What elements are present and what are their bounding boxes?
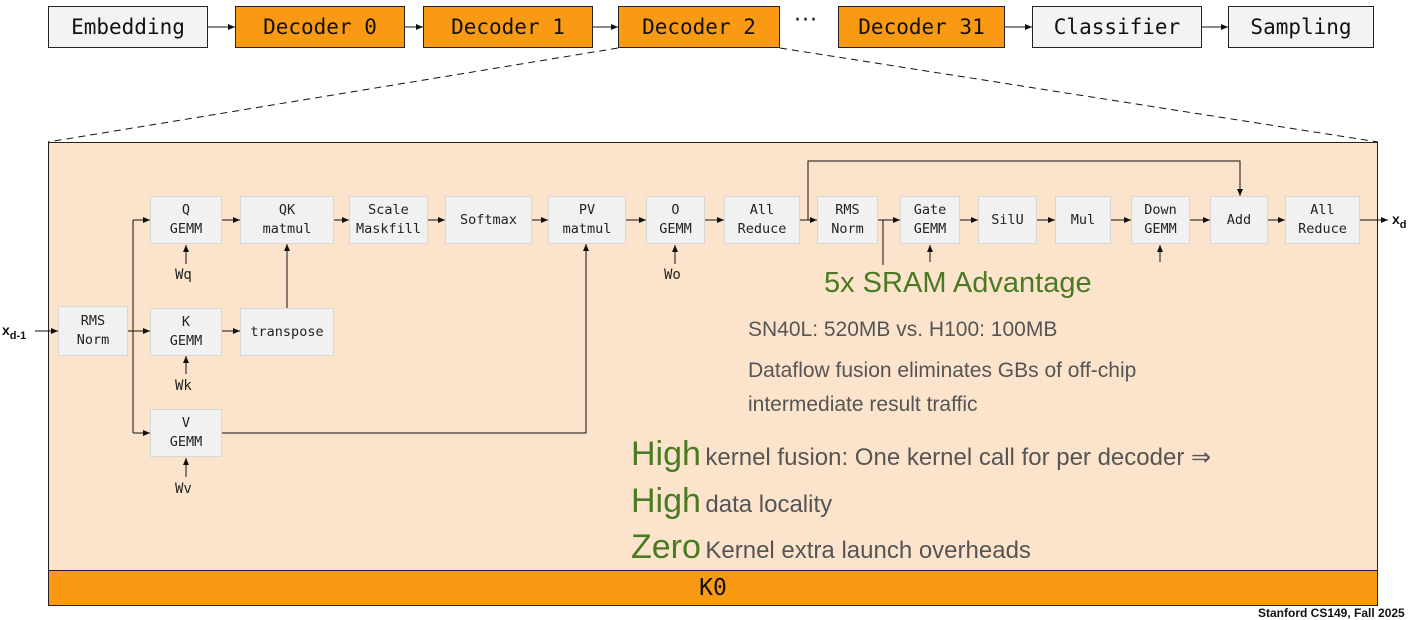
silu-node: SilU [978, 196, 1037, 244]
fusion-text-line-1: Dataflow fusion eliminates GBs of off-ch… [748, 359, 1137, 382]
sampling-box: Sampling [1228, 6, 1374, 48]
bullet-data-locality: High data locality [631, 482, 833, 520]
add-node: Add [1210, 196, 1268, 244]
decoder-31-box: Decoder 31 [838, 6, 1005, 48]
ellipsis: ··· [794, 8, 818, 33]
decoder-1-box: Decoder 1 [423, 6, 593, 48]
footer-course-label: Stanford CS149, Fall 2025 [1258, 606, 1405, 620]
decoder-0-box: Decoder 0 [235, 6, 405, 48]
fusion-text-line-2: intermediate result traffic [748, 393, 978, 416]
decoder-2-box: Decoder 2 [618, 6, 780, 48]
softmax-node: Softmax [445, 196, 532, 244]
input-x-label: xd-1 [2, 322, 27, 342]
transpose-node: transpose [240, 308, 334, 356]
wq-label: Wq [175, 267, 192, 283]
wv-label: Wv [175, 481, 192, 497]
mul-node: Mul [1055, 196, 1111, 244]
output-x-label: xd [1392, 211, 1407, 231]
bullet-launch-overheads: Zero Kernel extra launch overheads [631, 528, 1031, 566]
kernel-k0-bar: K0 [48, 570, 1378, 606]
sram-detail-text: SN40L: 520MB vs. H100: 100MB [748, 318, 1058, 341]
classifier-box: Classifier [1032, 6, 1202, 48]
sram-advantage-title: 5x SRAM Advantage [824, 267, 1092, 299]
bullet-kernel-fusion: High kernel fusion: One kernel call for … [631, 435, 1212, 473]
wo-label: Wo [664, 267, 681, 283]
embedding-box: Embedding [48, 6, 208, 48]
wk-label: Wk [175, 378, 192, 394]
